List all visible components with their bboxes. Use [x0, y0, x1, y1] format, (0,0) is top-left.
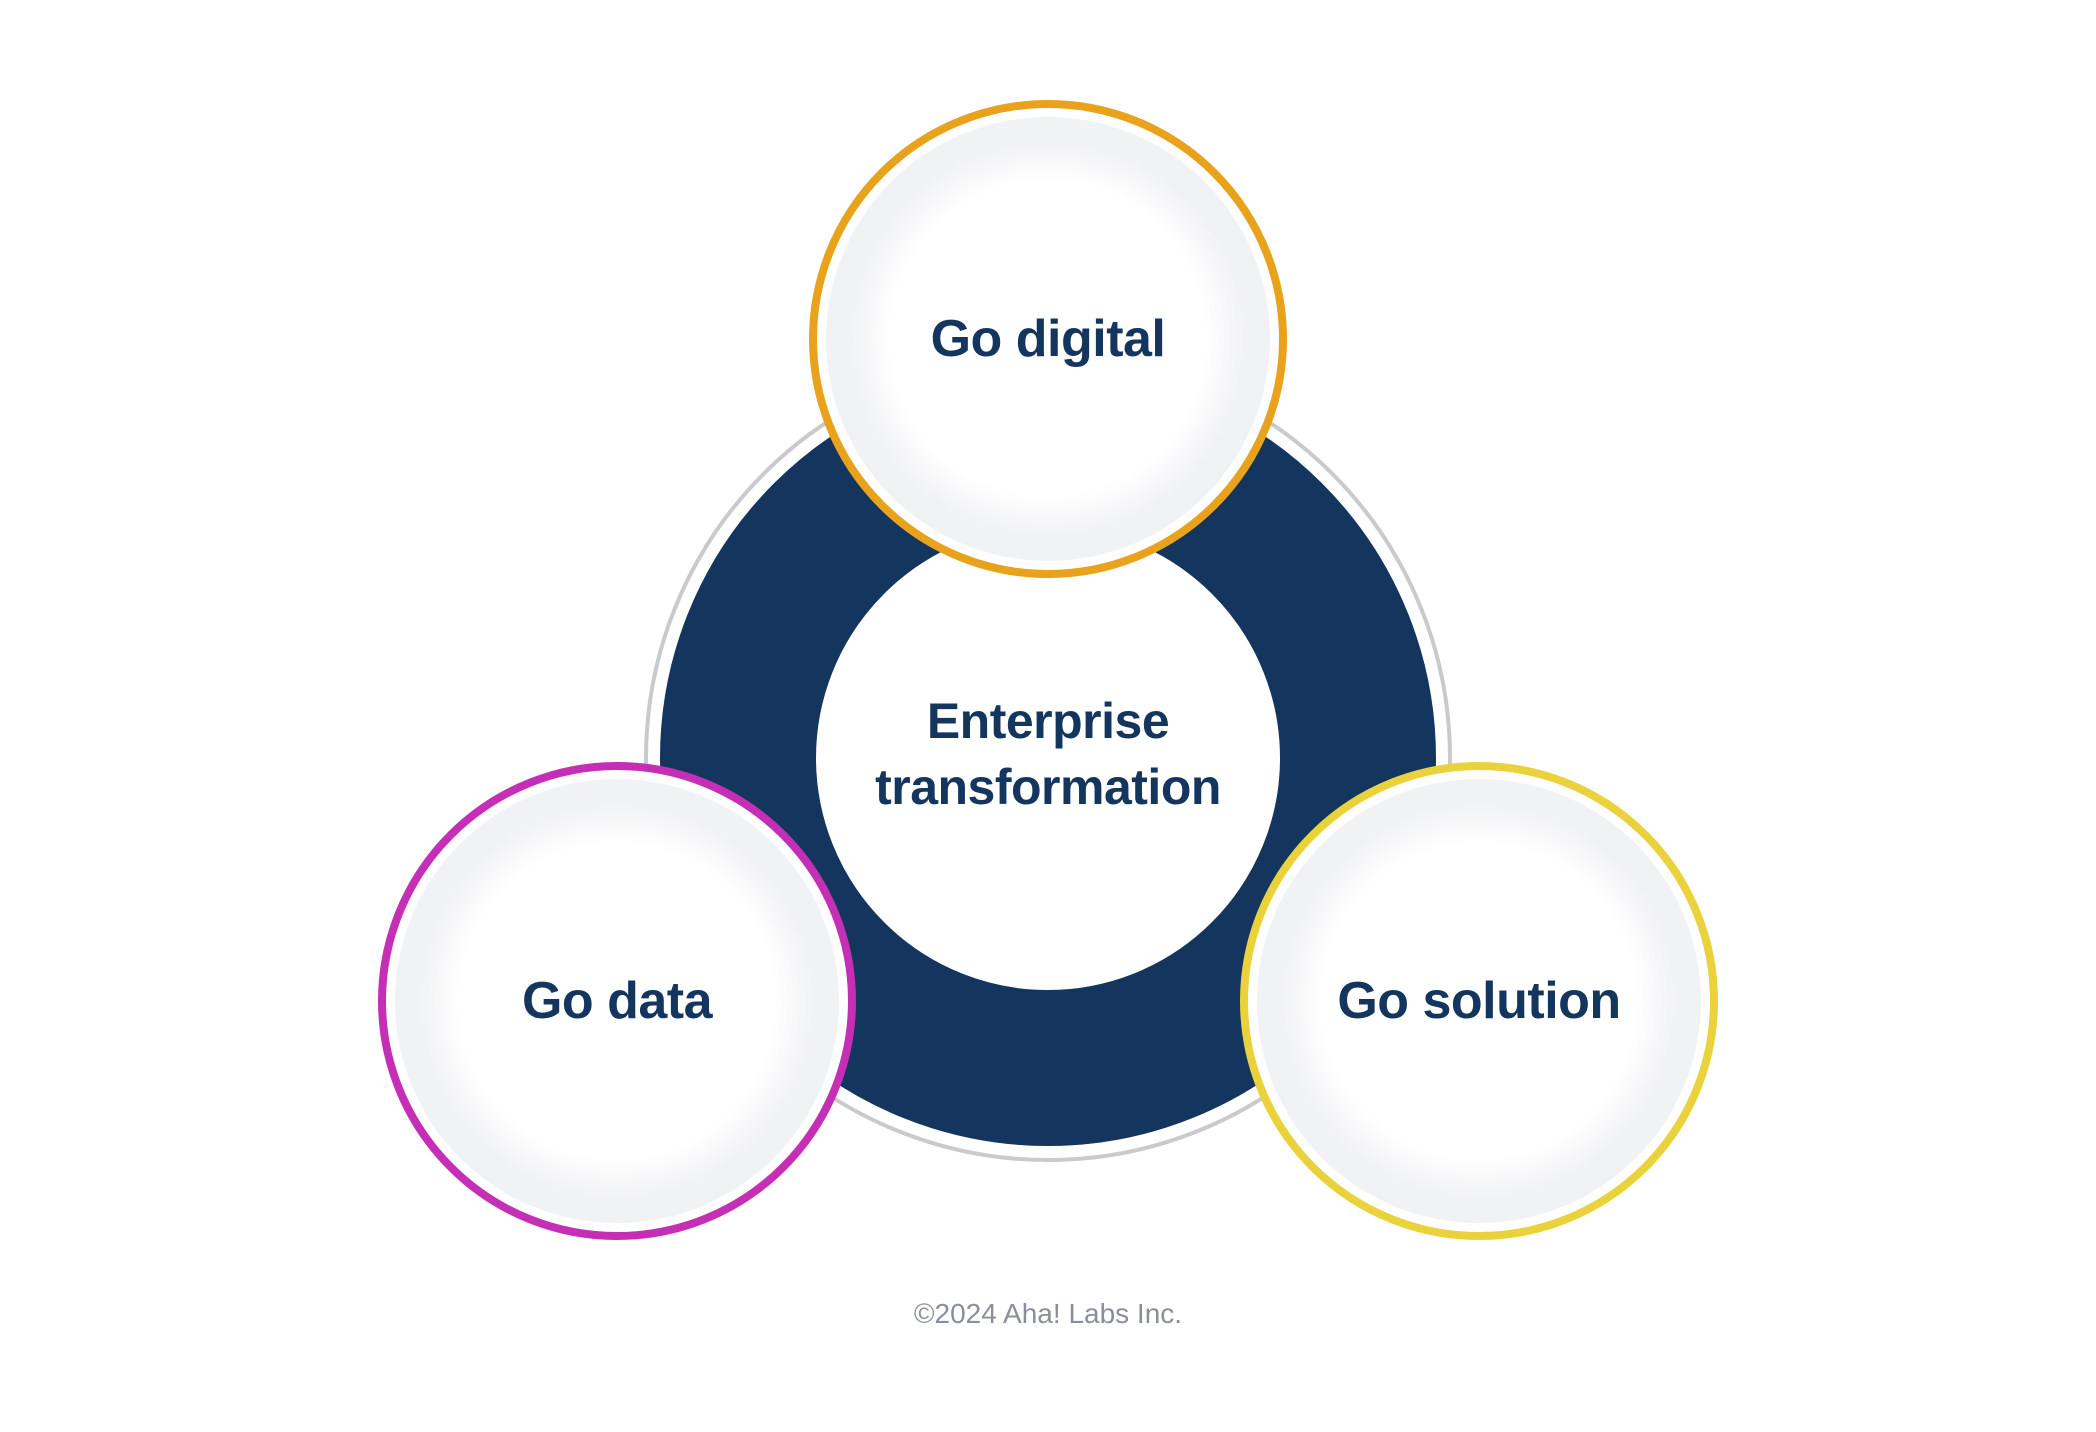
node-go-digital: Go digital: [809, 100, 1287, 578]
node-go-data: Go data: [378, 762, 856, 1240]
node-go-solution-label: Go solution: [1337, 972, 1621, 1030]
node-go-data-label: Go data: [521, 972, 713, 1030]
node-go-solution: Go solution: [1240, 762, 1718, 1240]
node-go-data-fill: [395, 779, 839, 1223]
center-label-line1: Enterprise: [926, 693, 1170, 749]
node-go-solution-fill: [1257, 779, 1701, 1223]
center-label-line2: transformation: [875, 759, 1221, 815]
center-label: Enterprise transformation: [698, 688, 1398, 820]
copyright-text: ©2024 Aha! Labs Inc.: [913, 1298, 1183, 1329]
node-go-digital-fill: [826, 117, 1270, 561]
node-go-digital-label: Go digital: [930, 310, 1166, 368]
